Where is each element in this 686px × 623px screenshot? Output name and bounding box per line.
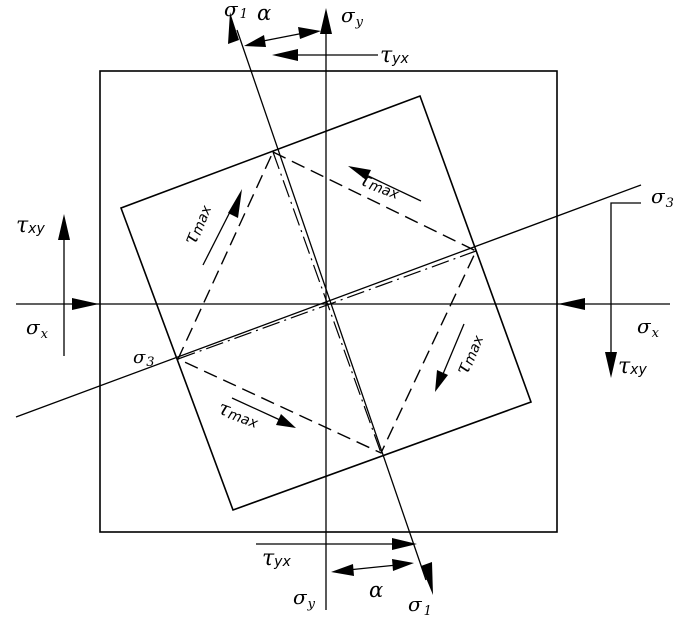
alpha-top-head-left — [244, 35, 266, 47]
tau-max-upper-left-label: τmax — [177, 200, 215, 248]
outer-element-square — [99, 70, 558, 533]
diagonal-sigma1-centerline — [272, 151, 382, 454]
tau-max-lower-right-shaft — [442, 323, 465, 375]
diagonal-sigma3-centerline — [177, 250, 477, 360]
sigma1-top-arrowhead — [228, 12, 239, 44]
tau-max-upper-right-label: τmax — [356, 166, 404, 203]
tau-max-upper-left-shaft — [202, 205, 234, 266]
tau-max-lower-left-head — [276, 414, 296, 428]
sigma-x-left-arrowhead — [72, 298, 99, 310]
tau-max-lower-right-head — [435, 370, 448, 392]
alpha-bottom-arc — [347, 564, 398, 571]
sigma-y-top-label: σy — [341, 3, 364, 30]
sigma-y-bottom-label: σy — [293, 585, 316, 612]
tau-yx-top-label: τyx — [380, 43, 409, 68]
sigma-y-top-arrowhead — [320, 8, 332, 34]
alpha-bottom-head-right — [392, 559, 414, 571]
tau-xy-right-arrowhead — [605, 352, 617, 378]
tau-max-upper-right-shaft — [363, 173, 422, 202]
alpha-top-head-right — [298, 27, 321, 39]
rotated-element-square — [119, 94, 533, 512]
tau-xy-right-label: τxy — [618, 354, 647, 379]
tau-xy-right-shaft — [610, 202, 641, 360]
principal-axis-sigma3 — [15, 184, 642, 418]
sigma-x-right-arrowhead — [558, 298, 585, 310]
sigma1-bottom-arrowhead — [421, 562, 433, 595]
sigma-x-right-label: σx — [637, 314, 660, 341]
tau-max-upper-left-head — [228, 189, 242, 218]
sigma3-right-label: σ3 — [651, 184, 674, 211]
principal-axis-sigma1 — [236, 29, 427, 581]
alpha-top-arc — [257, 32, 305, 43]
sigma-x-left-label: σx — [26, 315, 49, 342]
tau-yx-top-arrowhead — [272, 49, 298, 61]
sigma3-left-label: σ3 — [133, 347, 155, 370]
alpha-top-label: α — [257, 1, 271, 25]
tau-xy-left-arrowhead — [58, 214, 70, 240]
tau-xy-left-label: τxy — [16, 213, 45, 238]
tau-yx-bottom-label: τyx — [262, 546, 291, 571]
tau-max-upper-right-head — [348, 166, 371, 180]
tau-max-lower-left-shaft — [231, 397, 281, 421]
alpha-bottom-label: α — [369, 578, 383, 602]
tau-max-lower-right-label: τmax — [449, 330, 487, 378]
tau-yx-bottom-arrowhead — [392, 538, 417, 550]
alpha-bottom-head-left — [331, 564, 354, 576]
max-shear-diamond — [177, 151, 477, 454]
